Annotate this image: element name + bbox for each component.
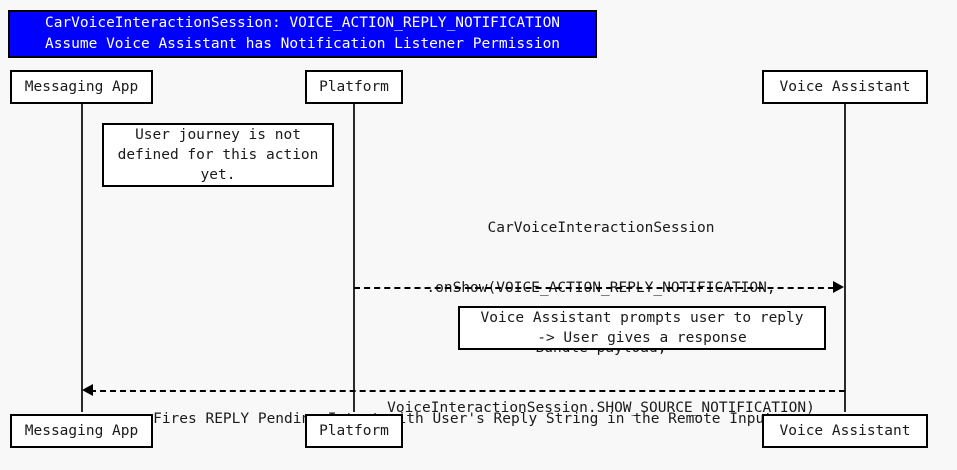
- note-user-journey-line-1: User journey is not: [135, 127, 301, 143]
- message-arrow-onshow-line: [354, 287, 834, 289]
- message-label-reply-intent-line-1: Fires REPLY Pending Intent with User's R…: [153, 411, 773, 427]
- note-user-journey-line-2: defined for this action: [117, 147, 319, 163]
- participant-foot-platform-label: Platform: [319, 423, 389, 439]
- lifeline-messaging-app: [81, 104, 83, 412]
- participant-head-voice-assistant-label: Voice Assistant: [779, 79, 911, 95]
- participant-foot-messaging-app[interactable]: Messaging App: [10, 414, 153, 448]
- note-user-journey: User journey is not defined for this act…: [102, 123, 334, 187]
- participant-foot-messaging-app-label: Messaging App: [24, 423, 139, 439]
- participant-head-messaging-app[interactable]: Messaging App: [10, 70, 153, 104]
- message-label-onshow-line-1: CarVoiceInteractionSession: [487, 220, 715, 236]
- message-arrow-reply-intent-line: [90, 390, 845, 392]
- diagram-title-line-1: CarVoiceInteractionSession: VOICE_ACTION…: [44, 15, 561, 31]
- message-label-onshow-line-4: VoiceInteractionSession.SHOW_SOURCE_NOTI…: [387, 400, 815, 416]
- diagram-title-banner: CarVoiceInteractionSession: VOICE_ACTION…: [8, 10, 597, 58]
- participant-head-platform[interactable]: Platform: [305, 70, 403, 104]
- participant-foot-voice-assistant[interactable]: Voice Assistant: [762, 414, 928, 448]
- diagram-title-line-2: Assume Voice Assistant has Notification …: [44, 36, 561, 52]
- message-arrow-reply-intent-head: [82, 384, 93, 396]
- note-voice-prompt-line-2: -> User gives a response: [537, 330, 747, 346]
- note-user-journey-line-3: yet.: [200, 167, 236, 183]
- participant-foot-voice-assistant-label: Voice Assistant: [779, 423, 911, 439]
- note-voice-prompt-line-1: Voice Assistant prompts user to reply: [480, 310, 804, 326]
- note-voice-prompt: Voice Assistant prompts user to reply ->…: [458, 306, 826, 350]
- participant-head-voice-assistant[interactable]: Voice Assistant: [762, 70, 928, 104]
- participant-head-platform-label: Platform: [319, 79, 389, 95]
- message-label-reply-intent: Fires REPLY Pending Intent with User's R…: [85, 369, 841, 469]
- lifeline-voice-assistant: [844, 104, 846, 412]
- participant-head-messaging-app-label: Messaging App: [24, 79, 139, 95]
- message-arrow-onshow-head: [833, 281, 844, 293]
- lifeline-platform: [353, 104, 355, 412]
- participant-foot-platform[interactable]: Platform: [305, 414, 403, 448]
